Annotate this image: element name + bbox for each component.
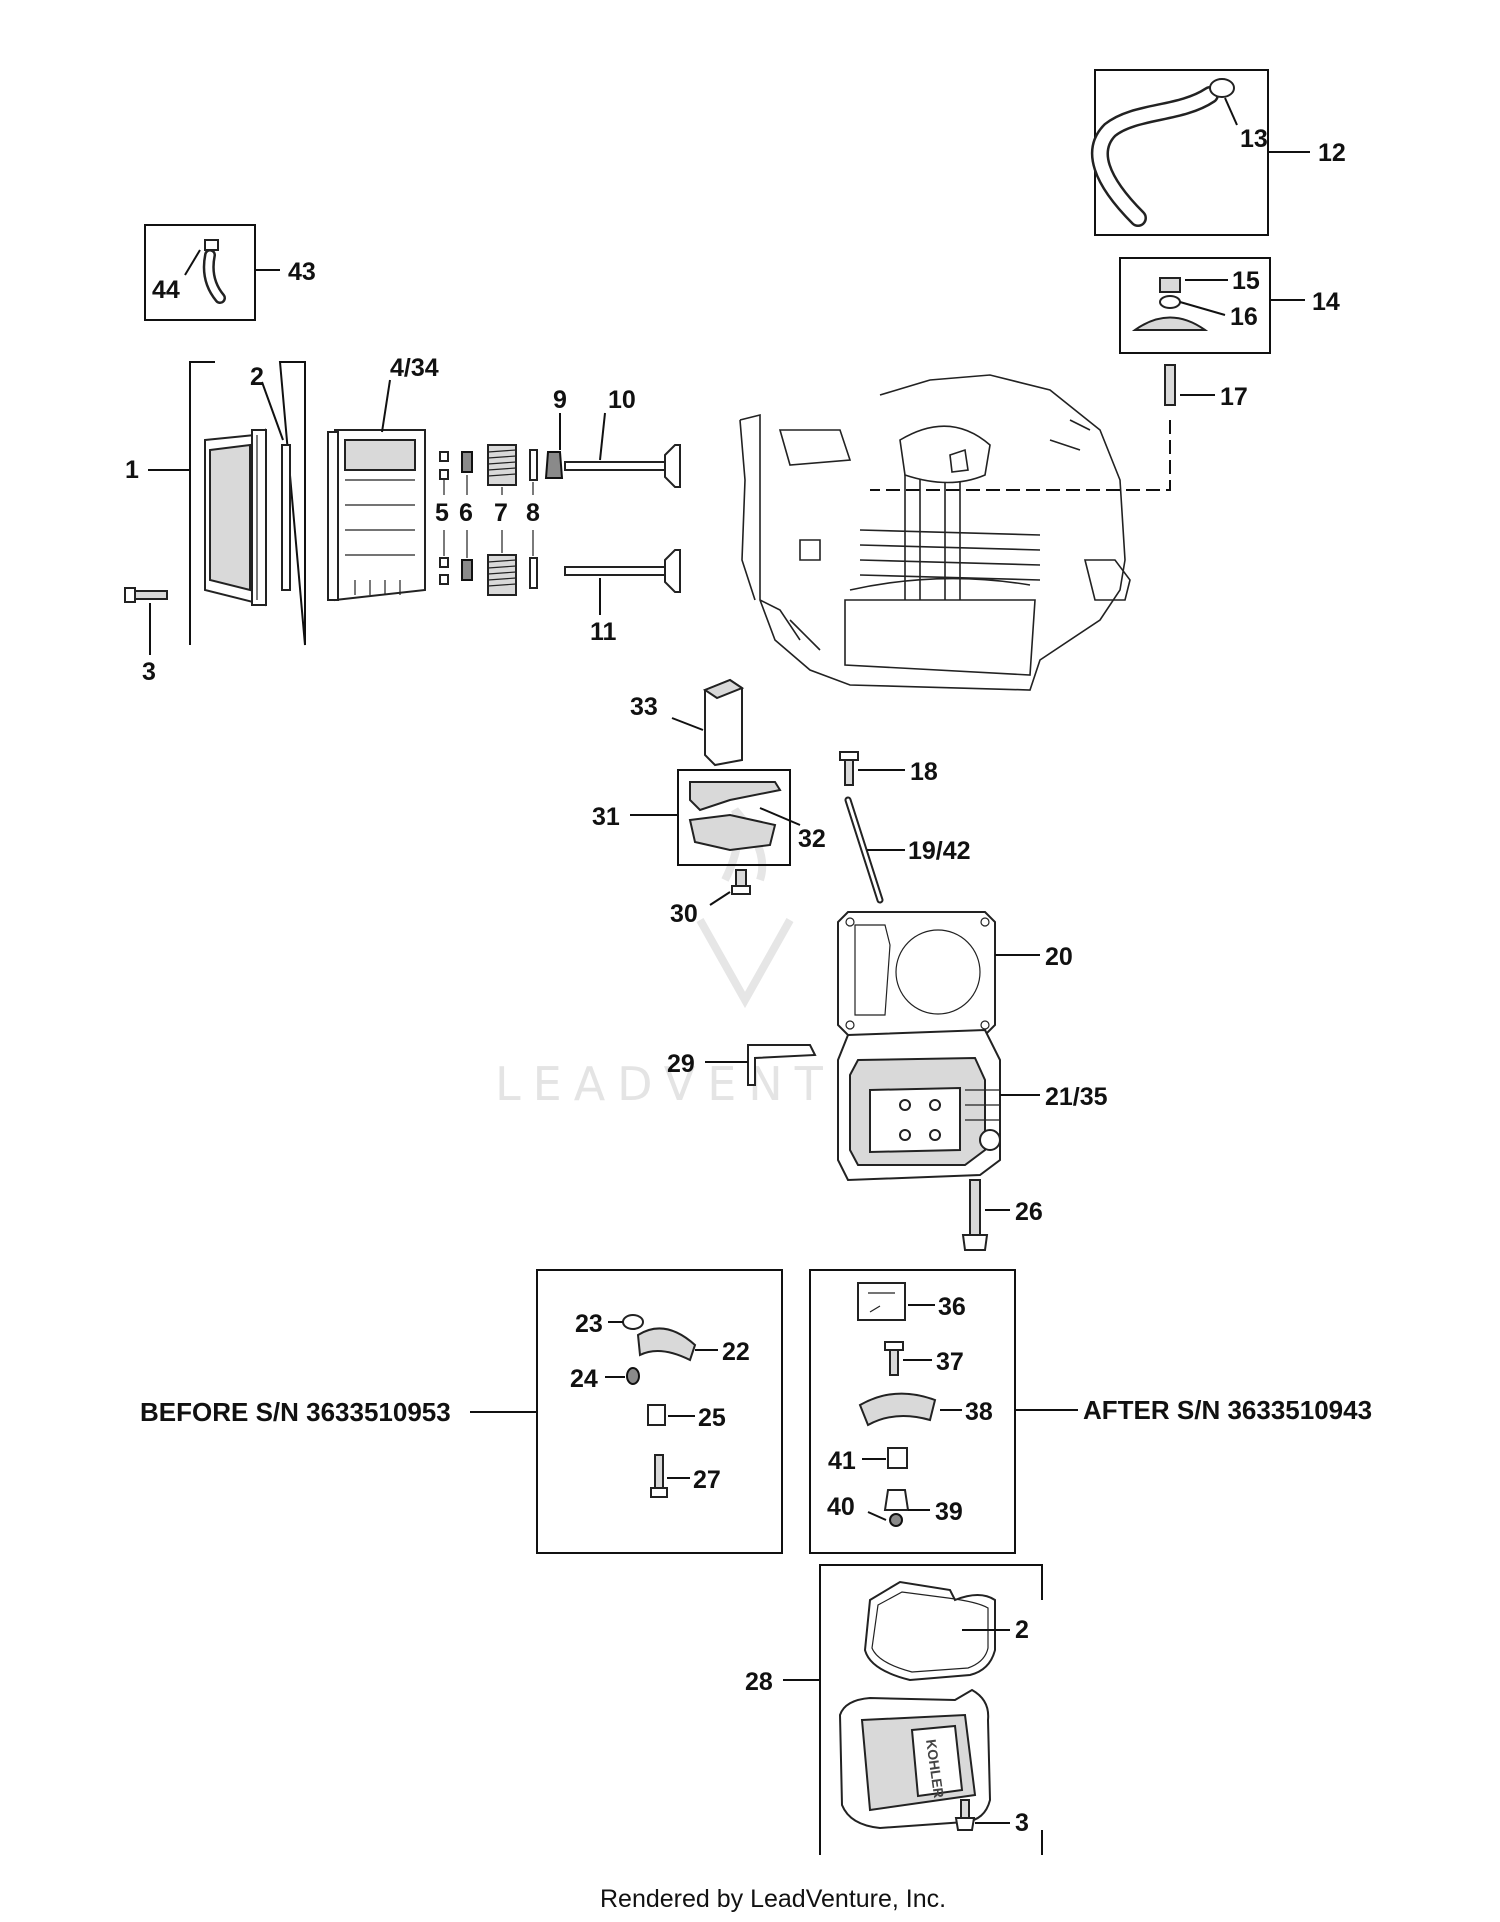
exhaust-valve-part: [564, 549, 681, 593]
callout-8: 8: [526, 499, 540, 527]
part-32-lower: [688, 813, 777, 852]
head-bolt-part: [969, 1179, 981, 1236]
callout-11: 11: [590, 618, 617, 646]
callout-44: 44: [152, 276, 180, 304]
head-side-group: 4/34: [327, 354, 439, 602]
valve-seal-part: [544, 451, 564, 479]
callout-29: 29: [667, 1050, 695, 1078]
callout-7: 7: [494, 499, 508, 527]
callout-2-top: 2: [250, 363, 264, 391]
callout-10: 10: [608, 386, 636, 414]
head-gasket-group: 20: [837, 911, 1073, 1036]
valve-spring-lower-part: [487, 554, 517, 596]
guide-part: [647, 1404, 666, 1426]
item-29-group: 29: [667, 1044, 817, 1086]
item-31-box: [677, 769, 791, 866]
callout-27: 27: [693, 1466, 721, 1494]
breather-cover-box: [1119, 257, 1271, 354]
fitting-box: [144, 224, 256, 321]
callout-37: 37: [936, 1348, 964, 1376]
cylinder-head-group: 21/35: [837, 1028, 1108, 1182]
before-sn-group: BEFORE S/N 3633510953 23 22 24 25 27: [140, 1269, 783, 1554]
item-33-group: 33: [630, 678, 745, 767]
callout-1: 1: [125, 456, 139, 484]
callout-21-35: 21/35: [1045, 1083, 1108, 1111]
gasket-part: [281, 444, 291, 591]
callout-2-bottom: 2: [1015, 1616, 1029, 1644]
before-sn-label: BEFORE S/N 3633510953: [140, 1397, 451, 1427]
callout-36: 36: [938, 1293, 966, 1321]
callout-3-bottom: 3: [1015, 1809, 1029, 1837]
breather-hose-group: 13 12: [1090, 69, 1346, 236]
callout-38: 38: [965, 1398, 993, 1426]
pushrod-group: 19/42: [844, 796, 971, 904]
fitting-group: 44 43: [144, 224, 316, 321]
head-gasket-part: [837, 911, 996, 1036]
valve-cover-bottom-group: 28 2 KOHLER 3: [745, 1564, 1043, 1855]
callout-28: 28: [745, 1668, 773, 1696]
rocker-arm-after-part: [858, 1392, 937, 1427]
head-bolt-group: 26: [961, 1179, 1043, 1251]
callout-17: 17: [1220, 383, 1248, 411]
rocker-arm-part: [636, 1327, 697, 1362]
valve-cover-group: 1 2 3: [124, 361, 306, 686]
callout-12: 12: [1318, 139, 1346, 167]
gasket-bottom-part: [863, 1580, 996, 1682]
callout-32: 32: [798, 825, 826, 853]
nut-part: [622, 1314, 644, 1330]
callout-20: 20: [1045, 943, 1073, 971]
breather-cover-group: 15 16 14 17: [870, 257, 1340, 491]
callout-30: 30: [670, 900, 698, 928]
callout-6: 6: [459, 499, 473, 527]
callout-41: 41: [828, 1447, 856, 1475]
callout-33: 33: [630, 693, 658, 721]
watermark-logo-icon: [696, 807, 794, 1009]
callout-43: 43: [288, 258, 316, 286]
item-30-group: 30: [670, 869, 751, 928]
callout-5: 5: [435, 499, 449, 527]
callout-39: 39: [935, 1498, 963, 1526]
callout-22: 22: [722, 1338, 750, 1366]
callout-15: 15: [1232, 267, 1260, 295]
callout-18: 18: [910, 758, 938, 786]
stud-part: [654, 1454, 664, 1491]
valve-train-group: 5 6 7 8 9 10 11: [435, 386, 681, 646]
plate-part: [857, 1282, 906, 1321]
guide-plate-part: [887, 1447, 908, 1469]
callout-23: 23: [575, 1310, 603, 1338]
after-sn-group: AFTER S/N 3633510943 36 37 38 41 40 39: [809, 1269, 1372, 1554]
callout-4-34: 4/34: [390, 354, 439, 382]
item-18-group: 18: [839, 751, 938, 786]
item-31-group: 31 32: [592, 769, 826, 866]
callout-19-42: 19/42: [908, 837, 971, 865]
callout-40: 40: [827, 1493, 855, 1521]
after-sn-label: AFTER S/N 3633510943: [1083, 1395, 1372, 1425]
callout-9: 9: [553, 386, 567, 414]
callout-14: 14: [1312, 288, 1340, 316]
callout-16: 16: [1230, 303, 1258, 331]
pivot-part: [626, 1367, 640, 1385]
callout-25: 25: [698, 1404, 726, 1432]
engine-block-part: [739, 374, 1131, 691]
hose-clamp-part: [1209, 78, 1235, 98]
after-sn-box: [809, 1269, 1016, 1554]
pivot-after-part: [883, 1489, 910, 1511]
callout-24: 24: [570, 1365, 598, 1393]
callout-31: 31: [592, 803, 620, 831]
callout-3-left: 3: [142, 658, 156, 686]
footer-credit: Rendered by LeadVenture, Inc.: [600, 1885, 946, 1913]
part-32-upper: [689, 781, 782, 812]
callout-13: 13: [1240, 125, 1268, 153]
valve-spring-upper-part: [487, 444, 517, 486]
callout-26: 26: [1015, 1198, 1043, 1226]
bracket-part: [747, 1044, 817, 1086]
intake-valve-part: [564, 444, 681, 488]
